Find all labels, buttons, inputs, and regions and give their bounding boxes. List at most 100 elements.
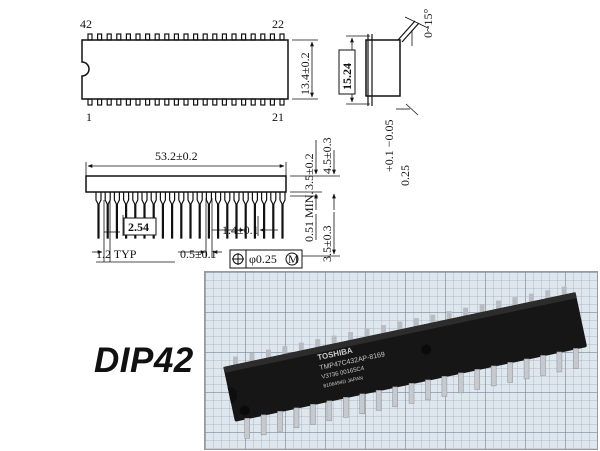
- top-view-pin: [106, 33, 112, 41]
- top-view-body: [81, 39, 289, 100]
- side-view-lead: [196, 192, 203, 239]
- photo-pin-back: [233, 356, 239, 366]
- body-length-label: 53.2±0.2: [155, 149, 198, 163]
- top-view-pin: [250, 33, 256, 41]
- top-view-pin: [106, 98, 112, 106]
- pin-21-label: 21: [272, 110, 284, 124]
- photo-pin-back: [397, 321, 403, 331]
- photo-pin-back: [430, 314, 436, 324]
- tolerance-modifier-label: M: [288, 252, 299, 266]
- side-view-lead: [95, 192, 102, 239]
- top-view-pin: [116, 98, 122, 106]
- lead-angle-label: 0~15°: [421, 9, 435, 38]
- top-view-pin: [193, 98, 199, 106]
- photo-pin-front: [277, 411, 283, 432]
- photo-pin-back: [282, 346, 288, 356]
- lead-length-label: 3.5±0.3: [320, 225, 334, 262]
- photo-pin-back: [265, 349, 271, 359]
- top-view-pin: [231, 98, 237, 106]
- side-view-lead: [215, 192, 222, 239]
- side-leads: [95, 192, 286, 239]
- side-view-lead: [150, 192, 157, 239]
- photo-pin-front: [326, 400, 333, 422]
- body-height-label: 3.5±0.2: [302, 153, 316, 190]
- photo-pin-front: [540, 355, 546, 376]
- top-view-pin: [135, 33, 141, 41]
- photo-pin-back: [298, 342, 304, 352]
- top-view-pin: [87, 33, 93, 41]
- top-view-pin: [231, 33, 237, 41]
- photo-pin-front: [474, 369, 481, 390]
- side-view-lead: [251, 192, 258, 239]
- top-view-pin: [164, 33, 170, 41]
- package-name-label: DIP42: [94, 341, 194, 380]
- top-view-pin: [125, 33, 132, 41]
- photo-pin-back: [315, 339, 321, 349]
- top-view-pin: [173, 33, 179, 41]
- pin-42-label: 42: [80, 17, 92, 31]
- photo-pin-front: [293, 407, 300, 429]
- side-view-lead: [261, 192, 268, 239]
- lead-thickness-label: 0.25: [398, 165, 412, 186]
- top-view-pin: [87, 98, 93, 106]
- pitch-label: 2.54: [128, 220, 149, 234]
- top-view-pin: [212, 33, 218, 41]
- top-view-pin: [269, 98, 275, 106]
- chip-photo: TOSHIBA TMP47C432AP-8169 V3736 00165C4 8…: [204, 271, 598, 450]
- photo-pins-back: [233, 286, 567, 366]
- photo-pin-back: [495, 300, 501, 310]
- end-view: [365, 16, 429, 116]
- photo-pin-back: [512, 297, 518, 307]
- top-view-pin: [96, 33, 103, 41]
- top-view-pin: [145, 98, 151, 106]
- top-view-pin: [154, 33, 160, 41]
- photo-pin-front: [392, 386, 398, 408]
- side-view-lead: [178, 192, 185, 239]
- photo-pin-front: [523, 358, 530, 380]
- end-lead-label: 1.2 TYP: [96, 247, 137, 261]
- side-view-lead: [242, 192, 249, 239]
- side-view-lead: [113, 192, 120, 239]
- photo-pin-front: [507, 362, 513, 383]
- top-view-pin: [269, 33, 275, 41]
- pin-22-label: 22: [272, 17, 284, 31]
- photo-pin-front: [375, 390, 382, 411]
- side-view-lead: [233, 192, 240, 239]
- photo-pin-front: [260, 414, 267, 436]
- pitch-box: [123, 217, 157, 236]
- photo-pin-back: [463, 307, 469, 317]
- top-view-pin: [202, 98, 208, 106]
- photo-pin-back: [380, 325, 386, 335]
- top-pins-upper: [87, 33, 285, 41]
- pitch-dimensions: [92, 198, 278, 263]
- side-view-lead: [270, 192, 277, 239]
- row-spacing-box: [338, 49, 356, 95]
- top-view-pin: [202, 33, 208, 41]
- top-view: [81, 33, 289, 106]
- standoff-label: 0.51 MIN.: [302, 192, 316, 242]
- top-view-pin: [212, 98, 218, 106]
- photo-pin-front: [359, 393, 365, 415]
- side-view-lead: [224, 192, 231, 239]
- photo-pin-front: [343, 397, 349, 418]
- body-length-dimension: [85, 162, 287, 176]
- position-tolerance-label: φ0.25: [249, 252, 277, 266]
- top-view-pin: [241, 33, 247, 41]
- top-view-pin: [135, 98, 141, 106]
- top-view-pin: [221, 98, 227, 106]
- side-view-lead: [205, 192, 212, 239]
- photo-pin-back: [249, 353, 255, 363]
- top-view-pin: [279, 33, 285, 41]
- side-view-lead: [141, 192, 148, 239]
- top-view-pin: [173, 98, 179, 106]
- photo-pin-front: [408, 383, 415, 404]
- photo-pin-front: [425, 379, 431, 401]
- photo-pin-front: [573, 348, 579, 369]
- photo-pin-front: [310, 404, 316, 425]
- side-view: [85, 175, 287, 239]
- photo-pin-front: [556, 351, 563, 373]
- top-view-pin: [96, 98, 103, 106]
- top-view-pin: [183, 33, 189, 41]
- body-width-label: 13.4±0.2: [298, 52, 312, 95]
- side-view-lead: [123, 192, 130, 239]
